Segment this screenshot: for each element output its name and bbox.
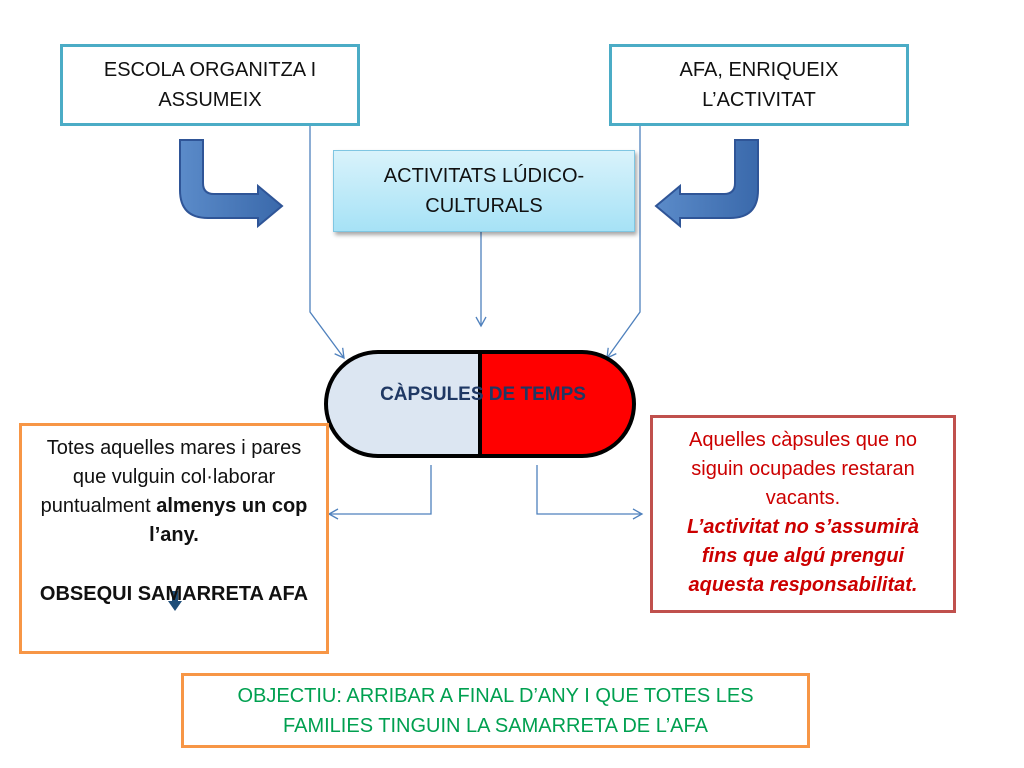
vacant-text-bold: L’activitat no s’assumirà fins que algú … [687,516,919,596]
cultural-activities-text: ACTIVITATS LÚDICO-CULTURALS [383,165,585,217]
parents-text-bold: almenys un cop l’any. [149,495,308,546]
vacant-text: Aquelles càpsules que no siguin ocupades… [689,429,917,509]
capsule-pill [324,350,636,458]
objective-text: OBJECTIU: ARRIBAR A FINAL D’ANY I QUE TO… [237,684,754,737]
curved-arrow-right-icon [654,139,759,229]
parents-collaboration-box: Totes aquelles mares i pares que vulguin… [19,423,329,654]
curved-arrow-left-icon [179,139,284,229]
afa-enriches-text: AFA, ENRIQUEIX L’ACTIVITAT [679,59,839,111]
parents-result: OBSEQUI SAMARRETA AFA [39,583,309,605]
connector-left-to-capsule [309,126,345,360]
afa-enriches-box: AFA, ENRIQUEIX L’ACTIVITAT [609,44,909,126]
connector-right-to-capsule [606,126,641,360]
cultural-activities-box: ACTIVITATS LÚDICO-CULTURALS [333,150,635,232]
connector-capsule-to-vacant [536,465,644,520]
vacant-capsules-box: Aquelles càpsules que no siguin ocupades… [650,415,956,613]
school-organizes-text: ESCOLA ORGANITZA I ASSUMEIX [103,59,317,111]
school-organizes-box: ESCOLA ORGANITZA I ASSUMEIX [60,44,360,126]
objective-box: OBJECTIU: ARRIBAR A FINAL D’ANY I QUE TO… [181,673,810,748]
capsule-label: CÀPSULES DE TEMPS [380,384,586,405]
connector-capsule-to-parents [327,465,432,520]
parents-text: Totes aquelles mares i pares que vulguin… [40,437,302,517]
small-down-arrow-icon [168,591,182,611]
parents-description: Totes aquelles mares i pares que vulguin… [22,434,326,550]
